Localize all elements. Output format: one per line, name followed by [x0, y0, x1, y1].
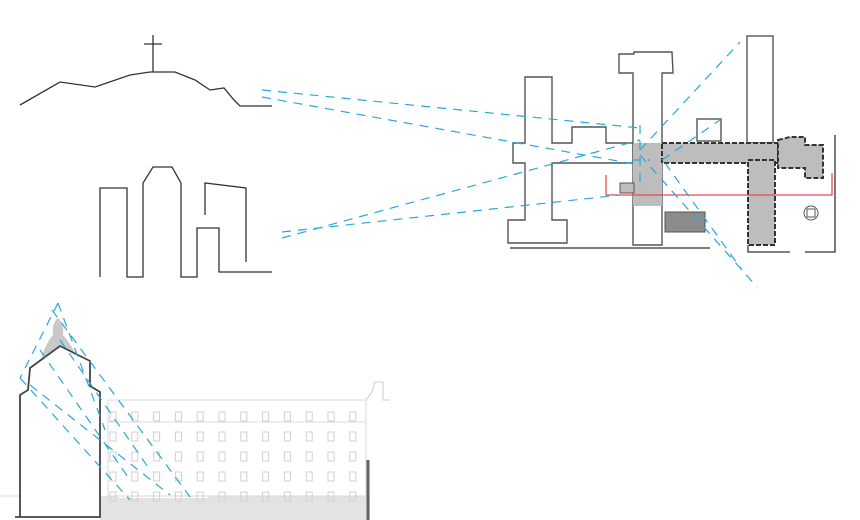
facade-window [283, 451, 291, 462]
facade-window [240, 471, 248, 482]
facade-window [174, 451, 182, 462]
mountain-silhouette [19, 35, 272, 107]
facade-window [262, 411, 270, 422]
facade-window [240, 411, 248, 422]
cloister-block [777, 136, 824, 179]
facade-window [327, 411, 335, 422]
facade-window [262, 431, 270, 442]
facade-window [131, 431, 139, 442]
facade-window [305, 471, 313, 482]
facade-window [196, 411, 204, 422]
facade-window [196, 471, 204, 482]
facade-window [196, 451, 204, 462]
facade-window [262, 471, 270, 482]
facade-window [240, 491, 248, 502]
south-wing [747, 159, 776, 246]
section-cut-line [605, 173, 833, 196]
facade-window [109, 411, 117, 422]
facade-window [109, 451, 117, 462]
sightlines-plan [261, 41, 758, 288]
facade-window [218, 471, 226, 482]
facade-window [262, 491, 270, 502]
facade-window [349, 411, 357, 422]
facade-window [305, 451, 313, 462]
facade-window [349, 491, 357, 502]
facade-window [153, 411, 161, 422]
facade-window [153, 471, 161, 482]
facade-window [218, 451, 226, 462]
facade-window [349, 471, 357, 482]
facade-window [131, 471, 139, 482]
facade-window [174, 431, 182, 442]
facade-window [283, 471, 291, 482]
facade-window [349, 431, 357, 442]
facade-window [131, 451, 139, 462]
facade-window [196, 491, 204, 502]
facade-window [240, 431, 248, 442]
facade-window [262, 451, 270, 462]
facade-window [218, 431, 226, 442]
facade-window [174, 491, 182, 502]
ground [100, 496, 370, 520]
dark-block [664, 211, 706, 233]
facade-window [218, 411, 226, 422]
church-section [15, 344, 101, 518]
site-plan [507, 35, 836, 253]
facade-window [174, 471, 182, 482]
facade-window [153, 431, 161, 442]
facade-window [283, 411, 291, 422]
facade-window [327, 491, 335, 502]
facade-window [196, 431, 204, 442]
facade-window [131, 411, 139, 422]
facade-window [240, 451, 248, 462]
facade [107, 399, 367, 497]
facade-window [218, 491, 226, 502]
tower-block [746, 35, 774, 144]
building-section [0, 302, 390, 520]
shaded-courtyard [633, 143, 662, 206]
well-icon [803, 205, 819, 221]
facade-window [349, 451, 357, 462]
facade-window [305, 431, 313, 442]
facade-window [327, 451, 335, 462]
facade-window [153, 491, 161, 502]
facade-window [109, 471, 117, 482]
facade-window [283, 491, 291, 502]
skyline-silhouette [99, 166, 272, 278]
facade-window [327, 431, 335, 442]
facade-window [109, 491, 117, 502]
facade-window [174, 411, 182, 422]
facade-window [283, 431, 291, 442]
facade-window [131, 491, 139, 502]
facade-window [305, 411, 313, 422]
facade-window [305, 491, 313, 502]
facade-window [153, 451, 161, 462]
facade-window [109, 431, 117, 442]
facade-window [327, 471, 335, 482]
